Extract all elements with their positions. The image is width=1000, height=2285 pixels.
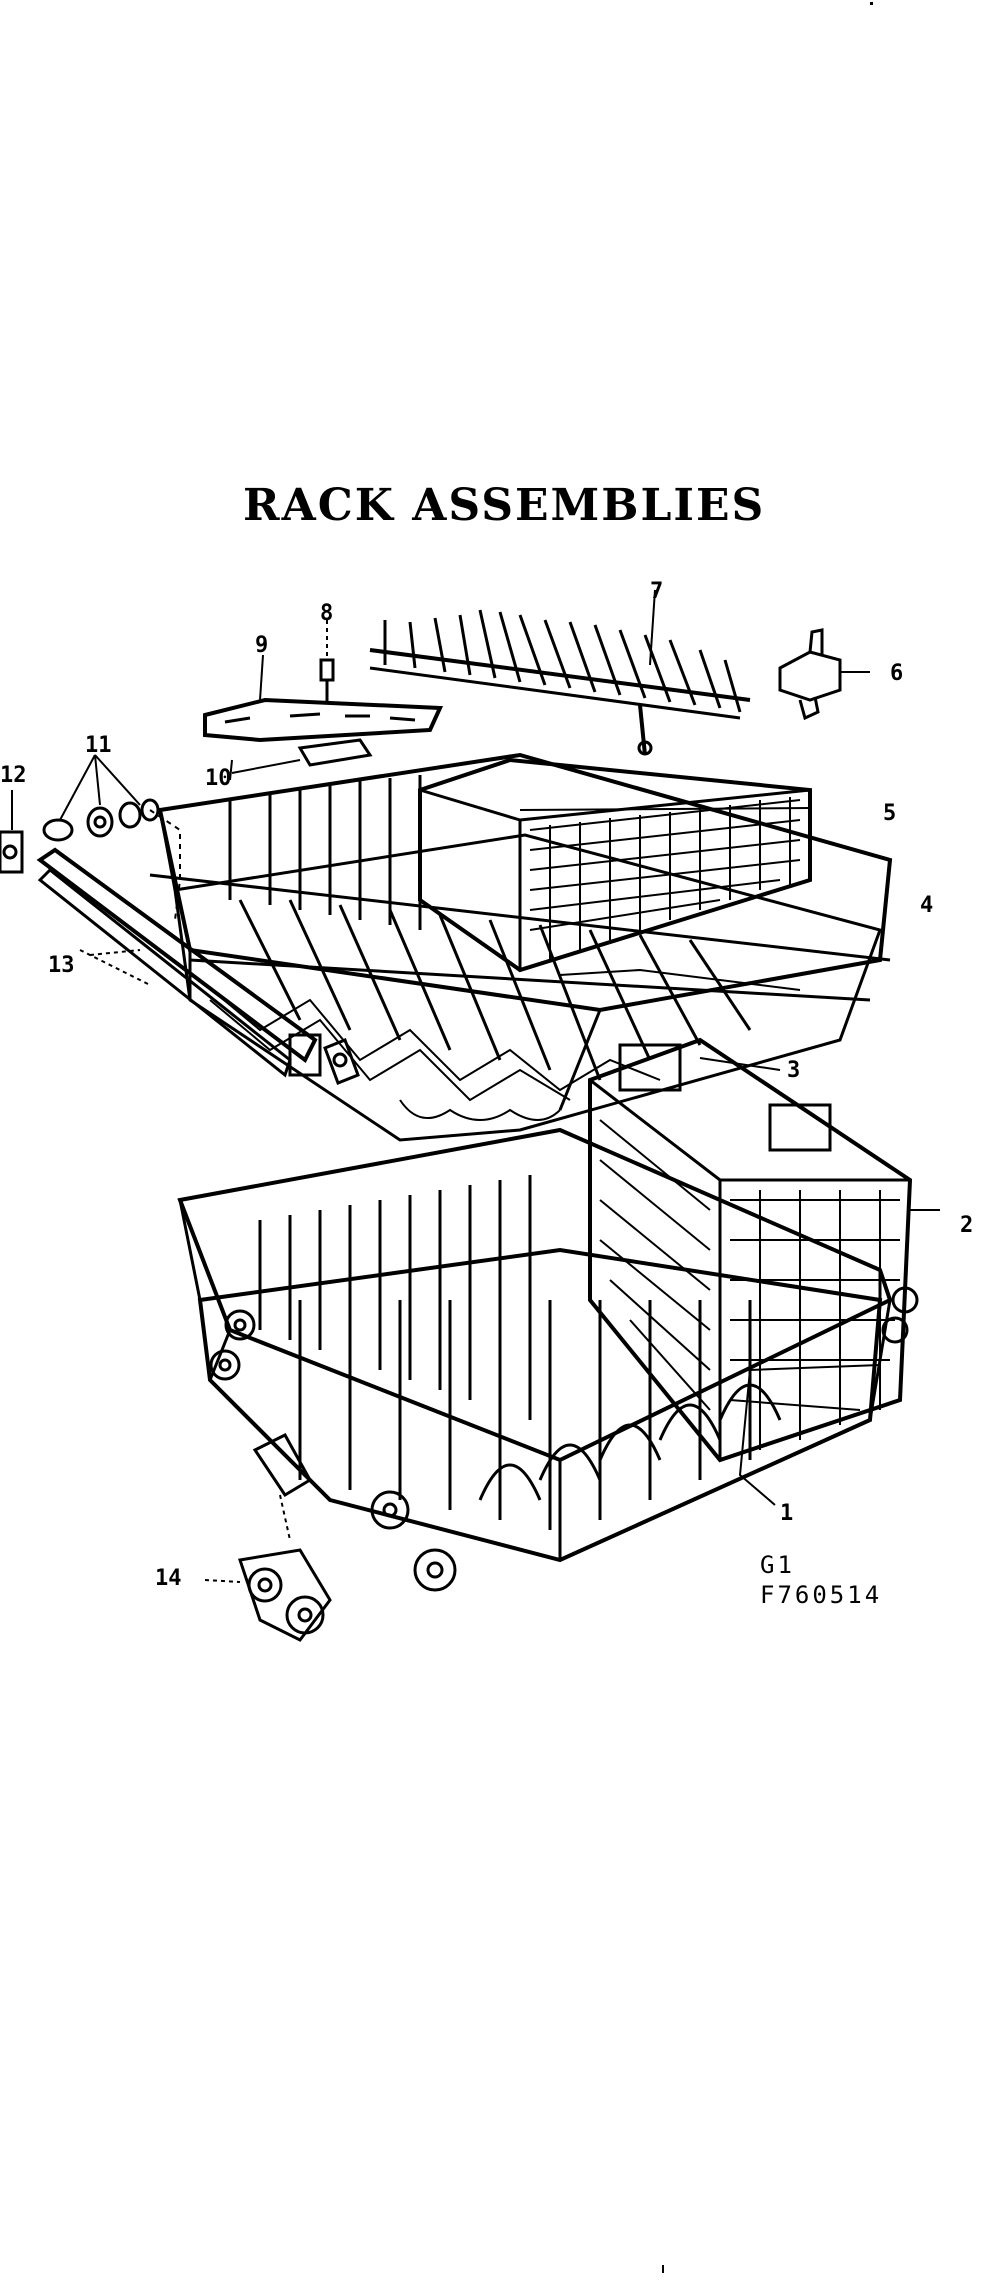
diagram-title: RACK ASSEMBLIES: [243, 480, 766, 531]
pad-part-10: [231, 738, 373, 774]
cutlery-basket-part-2: [588, 1037, 913, 1463]
callout-8: 8: [320, 601, 333, 626]
callout-13: 13: [48, 953, 75, 978]
callout-2: 2: [960, 1213, 973, 1238]
callout-11: 11: [85, 733, 112, 758]
callout-4: 4: [920, 893, 933, 918]
roller-set-part-11: [42, 754, 181, 921]
callout-numbers: 1 2 3 4 5 6 7 8 9 10 11 12 13 14: [0, 579, 973, 1591]
screw-part-8: [319, 620, 335, 702]
slide-track-part-13: [36, 847, 360, 1085]
folding-tine-row-part-7: [369, 609, 751, 756]
rail-part-9: [203, 697, 444, 743]
scan-speck: [662, 2265, 664, 2273]
callout-7: 7: [650, 579, 663, 604]
scan-speck: [870, 2, 873, 5]
lower-rack-wheels: [209, 1286, 919, 1592]
upper-basket-part-5: [418, 757, 812, 973]
callout-10: 10: [205, 766, 232, 791]
clip-part-6: [778, 628, 842, 721]
figure-code-line-1: G1: [760, 1551, 795, 1579]
upper-rack-wire-mesh: [199, 979, 661, 1121]
figure-code: G1 F760514: [760, 1550, 882, 1610]
callout-9: 9: [255, 633, 268, 658]
wheel-assembly-part-14: [204, 1433, 332, 1642]
callout-12: 12: [0, 763, 27, 788]
callout-6: 6: [890, 661, 903, 686]
callout-14: 14: [155, 1566, 182, 1591]
callout-3: 3: [787, 1058, 800, 1083]
figure-code-line-2: F760514: [760, 1581, 883, 1609]
lower-rack-tines: [258, 1175, 752, 1530]
end-cap-part-12: [0, 790, 24, 874]
leader-lines: [89, 589, 940, 1506]
callout-5: 5: [883, 801, 896, 826]
callout-1: 1: [780, 1501, 793, 1526]
lower-rack-loops: [478, 1383, 782, 1501]
